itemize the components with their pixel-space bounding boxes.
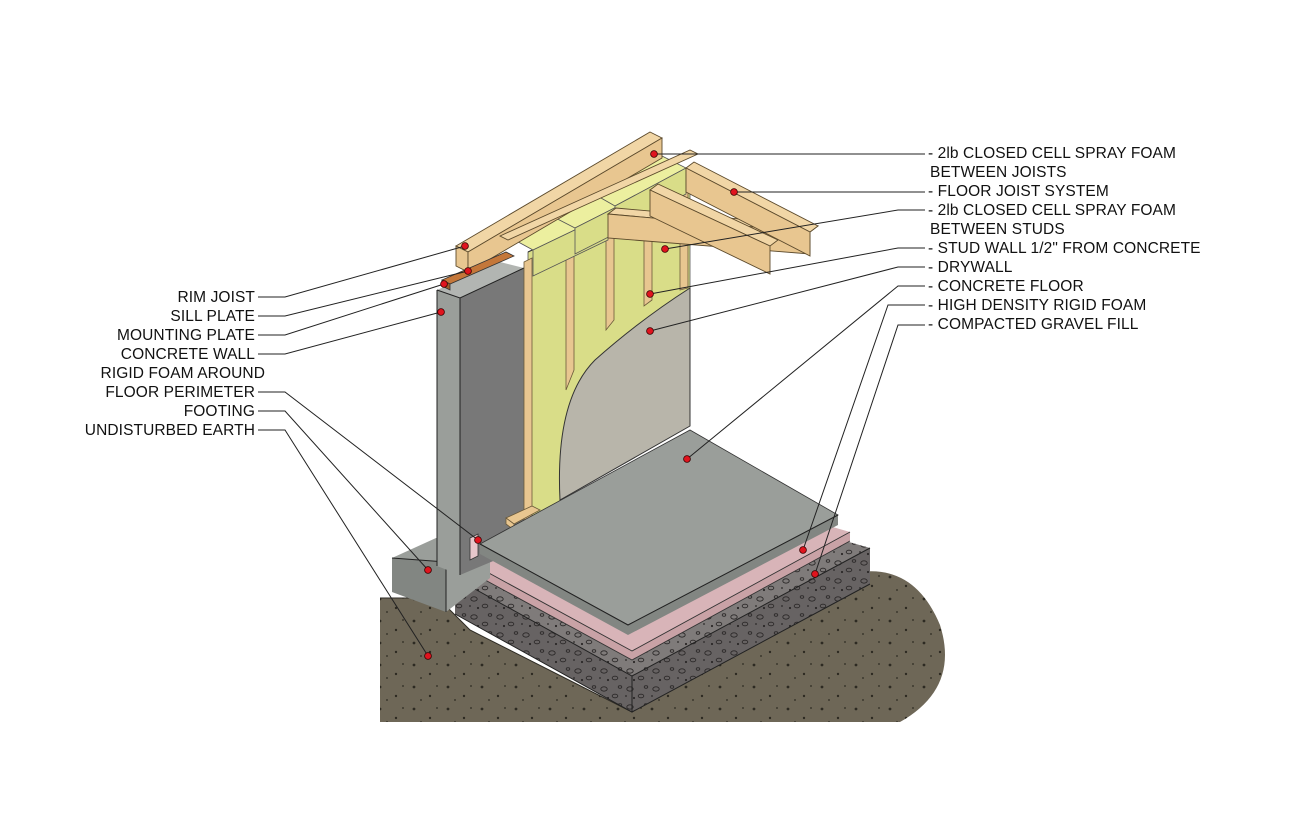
marker-undisturbed-earth: [424, 652, 432, 660]
leader-spray-foam-studs: [664, 209, 925, 250]
label-mounting-plate: MOUNTING PLATE: [116, 327, 255, 344]
label-spray-foam-joists-line1: - 2lb CLOSED CELL SPRAY FOAM: [928, 145, 1177, 162]
leader-mounting-plate: [258, 283, 445, 336]
leader-concrete-wall: [258, 311, 442, 355]
label-spray-foam-joists-line2: BETWEEN JOISTS: [930, 164, 1067, 181]
label-sill-plate: SILL PLATE: [170, 308, 255, 325]
marker-floor-joist: [730, 188, 738, 196]
leader-lines: [258, 153, 925, 657]
concrete-wall-shape: [436, 262, 525, 575]
marker-mounting-plate: [440, 280, 448, 288]
leader-drywall: [649, 266, 925, 332]
label-rigid-foam-perimeter-line2: FLOOR PERIMETER: [105, 384, 255, 401]
marker-drywall: [646, 327, 654, 335]
label-high-density-rigid-foam: - HIGH DENSITY RIGID FOAM: [928, 297, 1147, 314]
marker-rigid-foam-perim: [474, 536, 482, 544]
drywall-shape: [558, 287, 691, 501]
label-rim-joist: RIM JOIST: [177, 289, 255, 306]
marker-sill-plate: [464, 267, 472, 275]
label-floor-joist-system: - FLOOR JOIST SYSTEM: [928, 183, 1109, 200]
label-drywall: - DRYWALL: [928, 259, 1013, 276]
label-rigid-foam-perimeter-line1: RIGID FOAM AROUND: [100, 365, 265, 382]
leader-markers: [424, 150, 819, 660]
label-concrete-floor: - CONCRETE FLOOR: [928, 278, 1084, 295]
label-compacted-gravel-fill: - COMPACTED GRAVEL FILL: [928, 316, 1139, 333]
leader-gravel-fill: [814, 324, 925, 575]
marker-stud-wall: [646, 290, 654, 298]
label-footing: FOOTING: [183, 403, 255, 420]
leader-stud-wall: [649, 247, 925, 295]
marker-gravel-fill: [811, 570, 819, 578]
marker-footing: [424, 566, 432, 574]
marker-rigid-foam: [799, 546, 807, 554]
label-undisturbed-earth: UNDISTURBED EARTH: [84, 422, 255, 439]
leader-rigid-foam-perim: [258, 391, 479, 541]
label-concrete-wall: CONCRETE WALL: [120, 346, 255, 363]
marker-concrete-floor: [683, 455, 691, 463]
marker-concrete-wall: [437, 308, 445, 316]
marker-spray-foam-joists: [650, 150, 658, 158]
concrete-floor-shape: [479, 429, 839, 635]
leader-undisturbed-earth: [258, 429, 429, 657]
label-spray-foam-studs-line2: BETWEEN STUDS: [930, 221, 1065, 238]
marker-spray-foam-studs: [661, 245, 669, 253]
leader-footing: [258, 410, 429, 571]
floor-joist-system-shape: [455, 131, 820, 277]
label-stud-wall: - STUD WALL 1/2" FROM CONCRETE: [928, 240, 1201, 257]
label-spray-foam-studs-line1: - 2lb CLOSED CELL SPRAY FOAM: [928, 202, 1177, 219]
leader-rigid-foam: [802, 304, 925, 551]
leader-sill-plate: [258, 270, 469, 317]
leader-rim-joist: [258, 245, 466, 298]
leader-concrete-floor: [686, 285, 925, 460]
marker-rim-joist: [461, 242, 469, 250]
